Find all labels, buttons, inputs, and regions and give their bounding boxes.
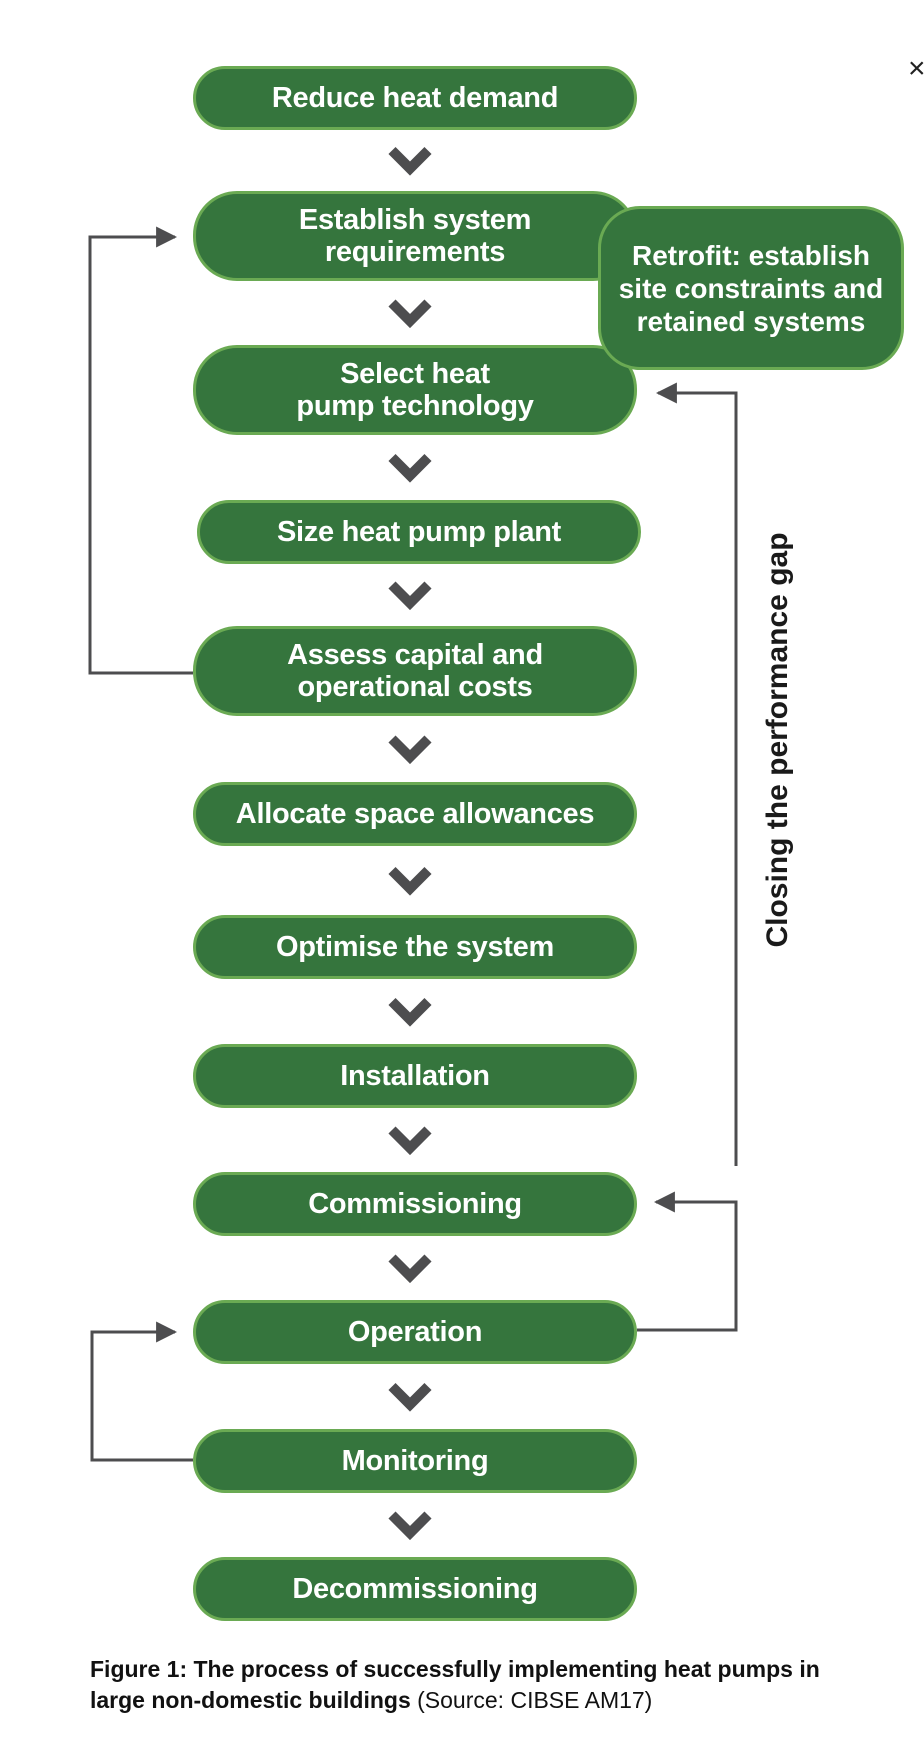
step-label: Reduce heat demand [271, 82, 559, 114]
performance-gap-text: Closing the performance gap [761, 532, 794, 948]
chevron-down-icon [388, 581, 432, 611]
step-select-heat-pump-technology: Select heat pump technology [193, 345, 637, 435]
chevron-down-icon [388, 997, 432, 1027]
step-label: Monitoring [341, 1445, 489, 1477]
chevron-down-icon [388, 1254, 432, 1284]
chevron-down-icon [388, 735, 432, 765]
step-reduce-heat-demand: Reduce heat demand [193, 66, 637, 130]
step-label: Establish system requirements [298, 204, 532, 268]
figure-caption: Figure 1: The process of successfully im… [90, 1654, 850, 1716]
loop-operation-to-commissioning [637, 1191, 738, 1332]
chevron-down-icon [388, 453, 432, 483]
step-monitoring: Monitoring [193, 1429, 637, 1493]
chevron-down-icon [388, 1511, 432, 1541]
caption-title: Figure 1: The process of successfully im… [90, 1656, 820, 1713]
step-assess-capital-and-operational-costs: Assess capital and operational costs [193, 626, 637, 716]
step-label: Allocate space allowances [235, 798, 595, 830]
chevron-down-icon [388, 866, 432, 896]
step-label: Optimise the system [276, 931, 554, 963]
step-label: Decommissioning [292, 1573, 538, 1605]
close-icon[interactable]: × [908, 52, 924, 85]
step-label: Installation [340, 1060, 490, 1092]
step-label: Assess capital and operational costs [287, 639, 543, 703]
step-operation: Operation [193, 1300, 637, 1364]
step-optimise-the-system: Optimise the system [193, 915, 637, 979]
chevron-down-icon [388, 1126, 432, 1156]
loop-monitoring-to-operation [90, 1321, 193, 1462]
chevron-down-icon [388, 299, 432, 329]
loop-gap-to-technology [655, 382, 738, 1166]
loop-costs-to-requirements [88, 226, 193, 675]
step-commissioning: Commissioning [193, 1172, 637, 1236]
step-label: Operation [347, 1316, 483, 1348]
step-label: Size heat pump plant [276, 516, 562, 548]
step-label: Select heat pump technology [296, 358, 534, 422]
step-establish-system-requirements: Establish system requirements [193, 191, 637, 281]
chevron-arrows [388, 146, 432, 1541]
step-decommissioning: Decommissioning [193, 1557, 637, 1621]
step-size-heat-pump-plant: Size heat pump plant [197, 500, 641, 564]
chevron-down-icon [388, 146, 432, 176]
caption-source: (Source: CIBSE AM17) [410, 1687, 653, 1713]
step-label: Commissioning [308, 1188, 522, 1220]
retrofit-box: Retrofit: establish site constraints and… [598, 206, 904, 370]
step-allocate-space-allowances: Allocate space allowances [193, 782, 637, 846]
step-installation: Installation [193, 1044, 637, 1108]
chevron-down-icon [388, 1382, 432, 1412]
